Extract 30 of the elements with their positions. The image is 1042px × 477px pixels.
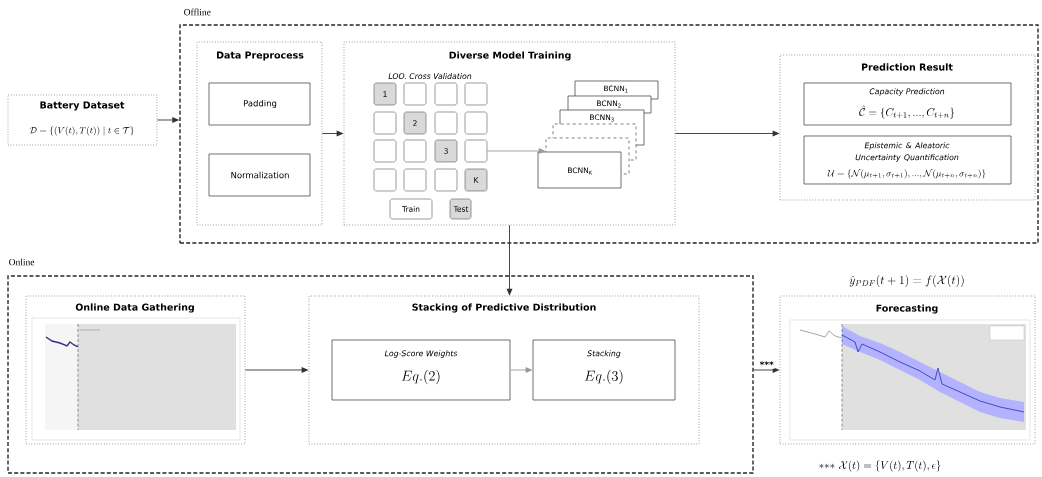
process-box: Padding [208,82,311,126]
panel: Online Data Gathering [25,295,246,445]
fold-cell [403,168,427,192]
arrow [486,148,546,154]
process-box: Normalization [208,153,311,197]
fold-cell [434,82,458,106]
fold-cell [403,139,427,163]
node-label: Online [9,258,35,266]
arrow [509,367,533,373]
node-label: Offline [184,8,211,16]
formula: ${*}{*}{*}\ \mathcal{X}(t) = \{V(t), T(t), \epsilon\}$ [819,460,941,472]
fold-cell [464,111,488,135]
fold-cell [434,168,458,192]
arrow [753,367,780,373]
fold-cell [373,111,397,135]
fold-cell [464,139,488,163]
arrow [321,130,344,137]
dataset-box: Battery Dataset $\mathcal{D} = \{(V(t),T(t)) \mid t \in \mathcal{T}\}$ [7,94,158,146]
fold-cell [464,82,488,106]
panel: Forecasting [779,295,1036,445]
fold-cell [373,139,397,163]
arrow [156,117,180,123]
fold-cell [373,168,397,192]
arrow [506,224,513,296]
arrow [244,367,309,373]
formula: $\hat{y}_{PDF}(t+1) = f(\mathcal{X}(t))$ [849,275,964,287]
fold-cell [434,111,458,135]
edge-label: *** [758,360,775,369]
arrow [674,130,780,137]
fold-cell [403,82,427,106]
